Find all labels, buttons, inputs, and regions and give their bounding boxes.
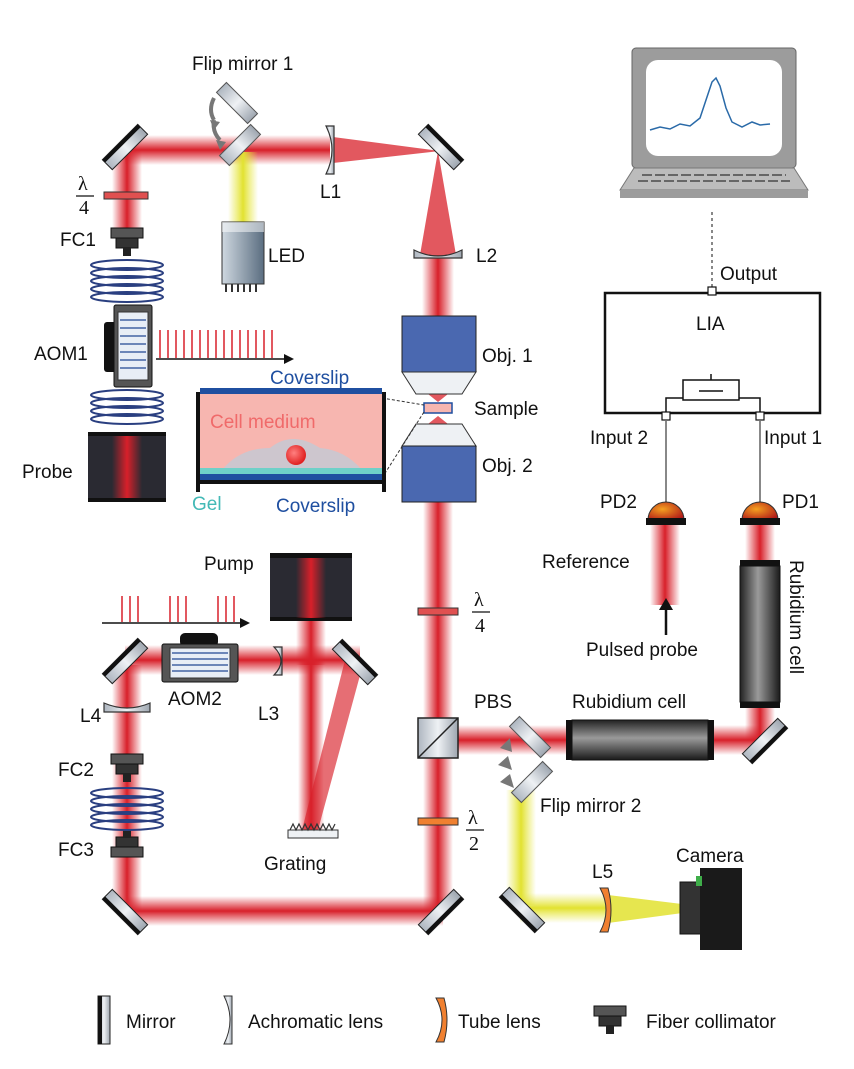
aom1-pulse-train-icon bbox=[159, 330, 273, 358]
label-fc1: FC1 bbox=[60, 230, 96, 251]
half-waveplate-icon bbox=[417, 817, 459, 826]
legend-achromatic-lens-icon bbox=[223, 995, 233, 1045]
aom2-pulse-train-icon bbox=[121, 596, 235, 622]
label-cell-medium: Cell medium bbox=[210, 412, 316, 433]
computer-icon bbox=[619, 47, 809, 198]
label-quarter-top: 4 bbox=[79, 197, 89, 219]
label-rubidium-cell-horizontal: Rubidium cell bbox=[572, 692, 686, 713]
probe-laser-icon bbox=[88, 432, 166, 502]
sample-icon bbox=[423, 402, 453, 414]
label-aom2: AOM2 bbox=[168, 689, 222, 710]
led-icon bbox=[221, 221, 265, 292]
label-lambda-mid: λ bbox=[474, 589, 484, 611]
legend-fiber-collimator-icon bbox=[593, 1005, 627, 1034]
grating-icon bbox=[287, 822, 339, 839]
label-output: Output bbox=[720, 264, 778, 285]
fiber-coil-icons bbox=[90, 259, 164, 831]
aom1-icon bbox=[104, 304, 153, 388]
quarter-waveplate-top-icon bbox=[103, 191, 149, 200]
legend-label-achromatic-lens: Achromatic lens bbox=[248, 1012, 383, 1033]
label-obj2: Obj. 2 bbox=[482, 456, 533, 477]
label-led: LED bbox=[268, 246, 305, 267]
label-l1: L1 bbox=[320, 182, 341, 203]
label-probe: Probe bbox=[22, 462, 73, 483]
pump-laser-icon bbox=[270, 553, 352, 621]
label-l3: L3 bbox=[258, 704, 279, 725]
label-pump: Pump bbox=[204, 554, 254, 575]
label-pbs: PBS bbox=[474, 692, 512, 713]
label-pd2: PD2 bbox=[600, 492, 637, 513]
label-pulsed-probe: Pulsed probe bbox=[586, 640, 698, 661]
quarter-waveplate-mid-icon bbox=[417, 607, 459, 616]
label-input-1: Input 1 bbox=[764, 428, 822, 449]
pbs-icon bbox=[417, 717, 459, 759]
rubidium-cell-vertical-icon bbox=[739, 560, 781, 708]
aom2-icon bbox=[161, 633, 239, 683]
legend-label-tube-lens: Tube lens bbox=[458, 1012, 541, 1033]
label-lia: LIA bbox=[696, 314, 725, 335]
legend bbox=[97, 995, 627, 1045]
label-rubidium-cell-vertical: Rubidium cell bbox=[785, 560, 806, 674]
objective-1-icon bbox=[401, 315, 477, 395]
lia-box bbox=[603, 286, 822, 421]
label-coverslip-bottom: Coverslip bbox=[276, 496, 355, 517]
label-input-2: Input 2 bbox=[590, 428, 648, 449]
label-pd1: PD1 bbox=[782, 492, 819, 513]
flip-mirror-2-icon bbox=[498, 715, 554, 804]
label-reference: Reference bbox=[542, 552, 630, 573]
label-aom1: AOM1 bbox=[34, 344, 88, 365]
label-grating: Grating bbox=[264, 854, 326, 875]
label-l2: L2 bbox=[476, 246, 497, 267]
label-fc3: FC3 bbox=[58, 840, 94, 861]
label-l5: L5 bbox=[592, 862, 613, 883]
label-flip-mirror-1: Flip mirror 1 bbox=[192, 54, 293, 75]
label-lambda-top: λ bbox=[78, 173, 88, 195]
label-flip-mirror-2: Flip mirror 2 bbox=[540, 796, 641, 817]
label-l4: L4 bbox=[80, 706, 102, 727]
label-coverslip-top: Coverslip bbox=[270, 368, 349, 389]
legend-label-mirror: Mirror bbox=[126, 1012, 176, 1033]
label-camera: Camera bbox=[676, 846, 744, 867]
labels: Flip mirror 1 L1 LED L2 FC1 AOM1 Probe O… bbox=[22, 54, 822, 1033]
rubidium-cell-horizontal-icon bbox=[566, 719, 714, 761]
beam-paths bbox=[112, 135, 775, 926]
legend-tube-lens-icon bbox=[435, 997, 448, 1043]
flip-mirror-1-icon bbox=[209, 81, 262, 167]
label-half-bottom: 2 bbox=[469, 833, 479, 855]
fiber-collimator-icons bbox=[110, 227, 144, 858]
tube-lens-l5-icon bbox=[599, 887, 612, 933]
mirror-icons bbox=[101, 123, 789, 936]
camera-icon bbox=[679, 868, 742, 950]
label-quarter-mid: 4 bbox=[475, 615, 485, 637]
pd2-icon bbox=[646, 501, 686, 525]
label-sample: Sample bbox=[474, 399, 538, 420]
pd1-icon bbox=[740, 501, 780, 525]
cell-dish-inset bbox=[196, 388, 386, 492]
label-obj1: Obj. 1 bbox=[482, 346, 533, 367]
label-lambda-bottom: λ bbox=[468, 807, 478, 829]
objective-2-icon bbox=[401, 423, 477, 503]
achromatic-lens-icons bbox=[103, 125, 463, 713]
legend-label-fiber-collimator: Fiber collimator bbox=[646, 1012, 777, 1033]
label-gel: Gel bbox=[192, 494, 222, 515]
label-fc2: FC2 bbox=[58, 760, 94, 781]
